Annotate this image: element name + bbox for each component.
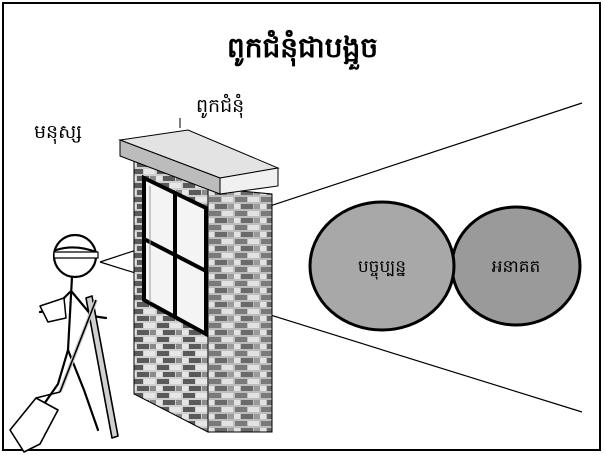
future-circle-label: អនាគត <box>492 257 541 277</box>
shovel <box>10 296 118 452</box>
present-circle-label: បច្ចុប្បន្ន <box>358 257 406 280</box>
future-circle: អនាគត <box>452 207 580 325</box>
present-circle: បច្ចុប្បន្ន <box>310 202 454 330</box>
wall-face <box>208 188 272 432</box>
